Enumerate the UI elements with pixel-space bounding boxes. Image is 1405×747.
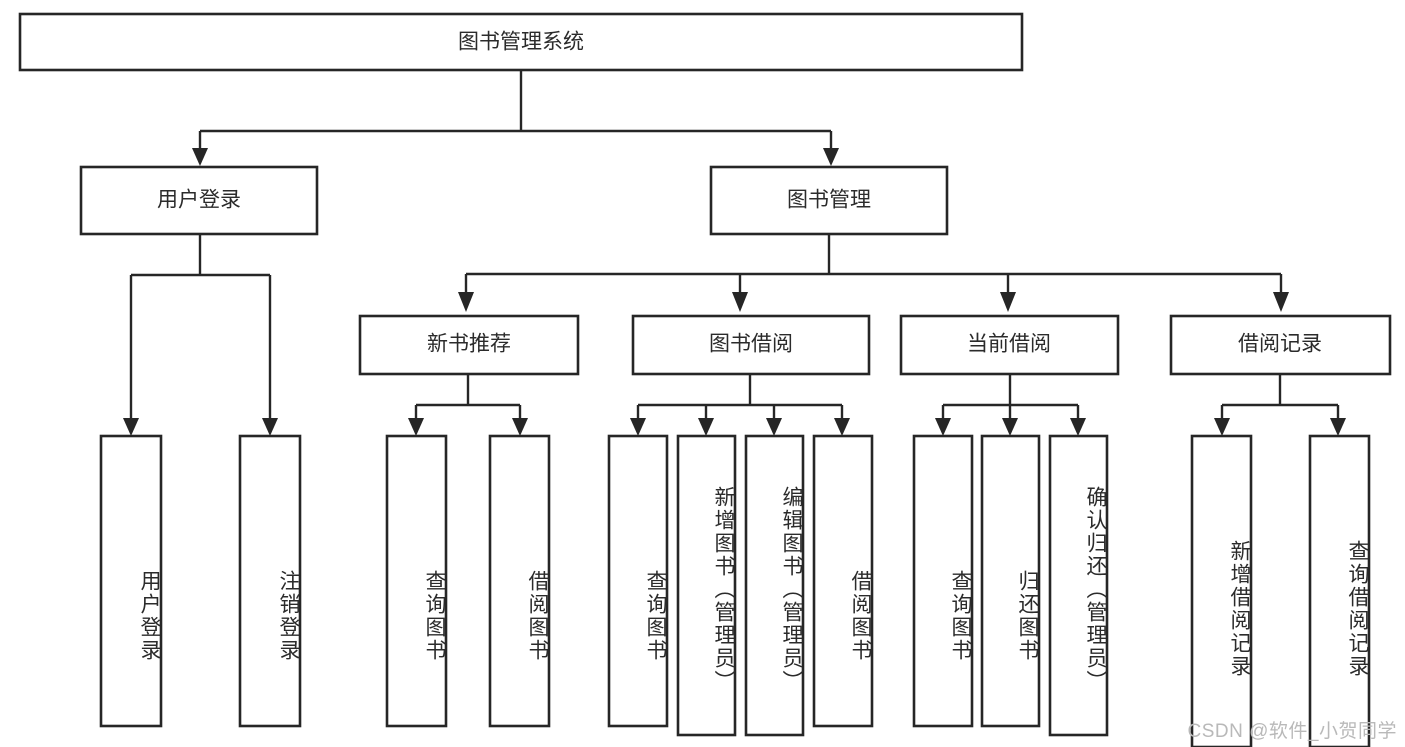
arrowhead-book-management: [823, 148, 839, 166]
arrowhead-leaf-query-book-2: [630, 418, 646, 436]
node-leaf-confirm-return[interactable]: [1048, 434, 1109, 737]
node-user-login[interactable]: [79, 165, 319, 236]
node-current-borrow-label: 当前借阅: [967, 333, 1051, 356]
arrowhead-user-login: [192, 148, 208, 166]
node-root-label: 图书管理系统: [458, 31, 584, 54]
node-new-book-recommend[interactable]: [358, 314, 580, 376]
edges-layer: [123, 70, 1346, 436]
arrowhead-leaf-add-book: [698, 418, 714, 436]
arrowhead-leaf-query-book-3: [935, 418, 951, 436]
node-leaf-add-book[interactable]: [676, 434, 737, 737]
arrowhead-leaf-borrow-book-1: [512, 418, 528, 436]
nodes-layer: 图书管理系统 用户登录 图书管理 新书推荐 图书借阅 当前借阅 借阅记录: [18, 12, 1392, 747]
node-book-management[interactable]: [709, 165, 949, 236]
arrowhead-book-borrow: [732, 292, 748, 312]
node-book-borrow[interactable]: [631, 314, 871, 376]
node-book-management-label: 图书管理: [787, 189, 871, 212]
node-borrow-record[interactable]: [1169, 314, 1392, 376]
node-leaf-edit-book[interactable]: [744, 434, 805, 737]
arrowhead-leaf-edit-book: [766, 418, 782, 436]
node-user-login-label: 用户登录: [157, 189, 241, 212]
node-leaf-query-book-3[interactable]: [912, 434, 974, 728]
node-leaf-borrow-book-1[interactable]: [488, 434, 551, 728]
node-leaf-user-login[interactable]: [99, 434, 163, 728]
node-book-borrow-label: 图书借阅: [709, 333, 793, 356]
arrowhead-leaf-query-record: [1330, 418, 1346, 436]
arrowhead-leaf-add-record: [1214, 418, 1230, 436]
node-leaf-query-record[interactable]: [1308, 434, 1371, 747]
arrowhead-leaf-user-logout: [262, 418, 278, 436]
node-root[interactable]: [18, 12, 1024, 72]
node-current-borrow[interactable]: [899, 314, 1120, 376]
node-leaf-return-book[interactable]: [980, 434, 1041, 728]
node-new-book-recommend-label: 新书推荐: [427, 333, 511, 356]
node-leaf-query-book-1[interactable]: [385, 434, 448, 728]
node-leaf-add-record[interactable]: [1190, 434, 1253, 747]
node-leaf-query-book-2[interactable]: [607, 434, 669, 728]
arrowhead-leaf-query-book-1: [408, 418, 424, 436]
node-borrow-record-label: 借阅记录: [1238, 333, 1322, 356]
arrowhead-new-book-recommend: [458, 292, 474, 312]
arrowhead-leaf-return-book: [1002, 418, 1018, 436]
arrowhead-leaf-user-login: [123, 418, 139, 436]
node-leaf-borrow-book-2[interactable]: [812, 434, 874, 728]
node-leaf-user-logout[interactable]: [238, 434, 302, 728]
arrowhead-borrow-record: [1273, 292, 1289, 312]
csdn-watermark: CSDN @软件_小贺同学: [1187, 721, 1397, 742]
arrowhead-leaf-confirm-return: [1070, 418, 1086, 436]
arrowhead-leaf-borrow-book-2: [834, 418, 850, 436]
arrowhead-current-borrow: [1000, 292, 1016, 312]
